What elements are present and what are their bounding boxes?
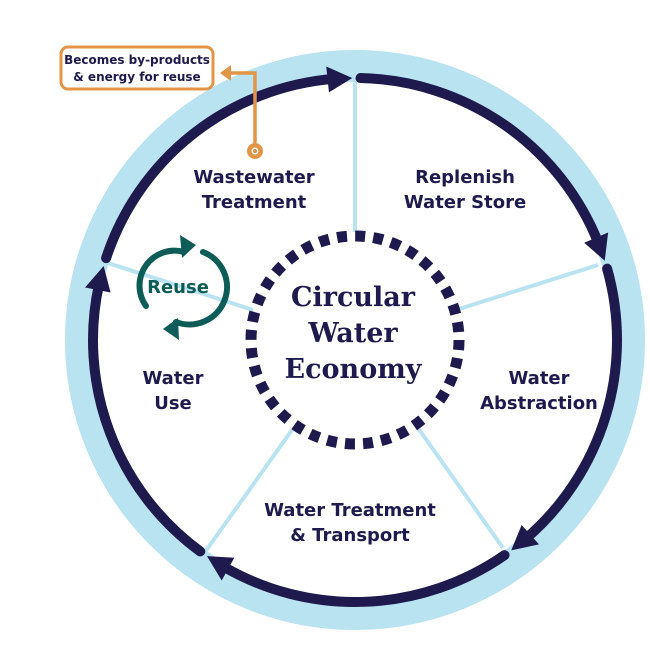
center-title-line-1: Circular [291,282,416,313]
center-title-line-3: Economy [285,354,423,385]
reuse-arc-bottom [173,249,230,328]
reuse-arc-top [136,247,187,309]
reuse-arrowhead-top [180,235,196,258]
stage-water-use: Water Use [142,368,203,414]
arrow-to-treatment-head [511,525,540,551]
flow-arrows [85,66,622,607]
callout-anchor-dot [247,143,263,159]
spokes [107,80,599,554]
spoke-right [455,263,599,312]
spoke-left [107,261,254,312]
arrow-to-abstraction-head [584,232,609,261]
callout-connector [230,71,257,143]
stage-wastewater: Wastewater Treatment [193,167,314,213]
reuse-label: Reuse [147,277,209,298]
reuse-cycle-icon: Reuse [136,235,230,340]
arrow-to-wastewater-arc [88,278,206,557]
stage-label-line: Water [142,368,203,389]
spoke-bottom-right [416,426,505,550]
arrow-to-abstraction-arc [355,73,604,249]
stage-label-line: Wastewater [193,167,314,188]
spoke-bottom-left [203,428,294,554]
stage-label-line: Treatment [202,192,307,213]
arrow-to-wastewater-head [85,266,111,293]
callout-arrowhead [220,65,231,81]
arrow-to-replenish-head [326,66,353,93]
stage-label-line: Water [508,368,569,389]
stage-label-line: Replenish [415,167,515,188]
center-title-line-2: Water [307,318,398,349]
stage-abstraction: Water Abstraction [480,368,598,414]
outer-ring [65,50,645,630]
center-dotted-circle [245,230,465,450]
stage-treatment-transport: Water Treatment & Transport [264,500,436,546]
arrow-to-treatment-arc [520,263,622,545]
arrow-to-use-head [206,556,235,581]
callout-line-2: & energy for reuse [73,70,200,84]
arrow-to-replenish-arc [101,73,340,264]
stage-label-line: & Transport [290,525,410,546]
stage-label-line: Use [154,393,192,414]
arrow-to-use-arc [217,550,510,607]
callout-box [59,45,215,91]
callout-line-1: Becomes by-products [64,53,210,67]
byproducts-callout: Becomes by-products & energy for reuse [59,45,263,159]
callout-anchor-dot-center [251,147,259,155]
reuse-arrowhead-bottom [163,318,179,340]
stage-label-line: Water Treatment [264,500,436,521]
stage-replenish: Replenish Water Store [404,167,526,213]
stage-label-line: Abstraction [480,393,598,414]
stage-label-line: Water Store [404,192,526,213]
